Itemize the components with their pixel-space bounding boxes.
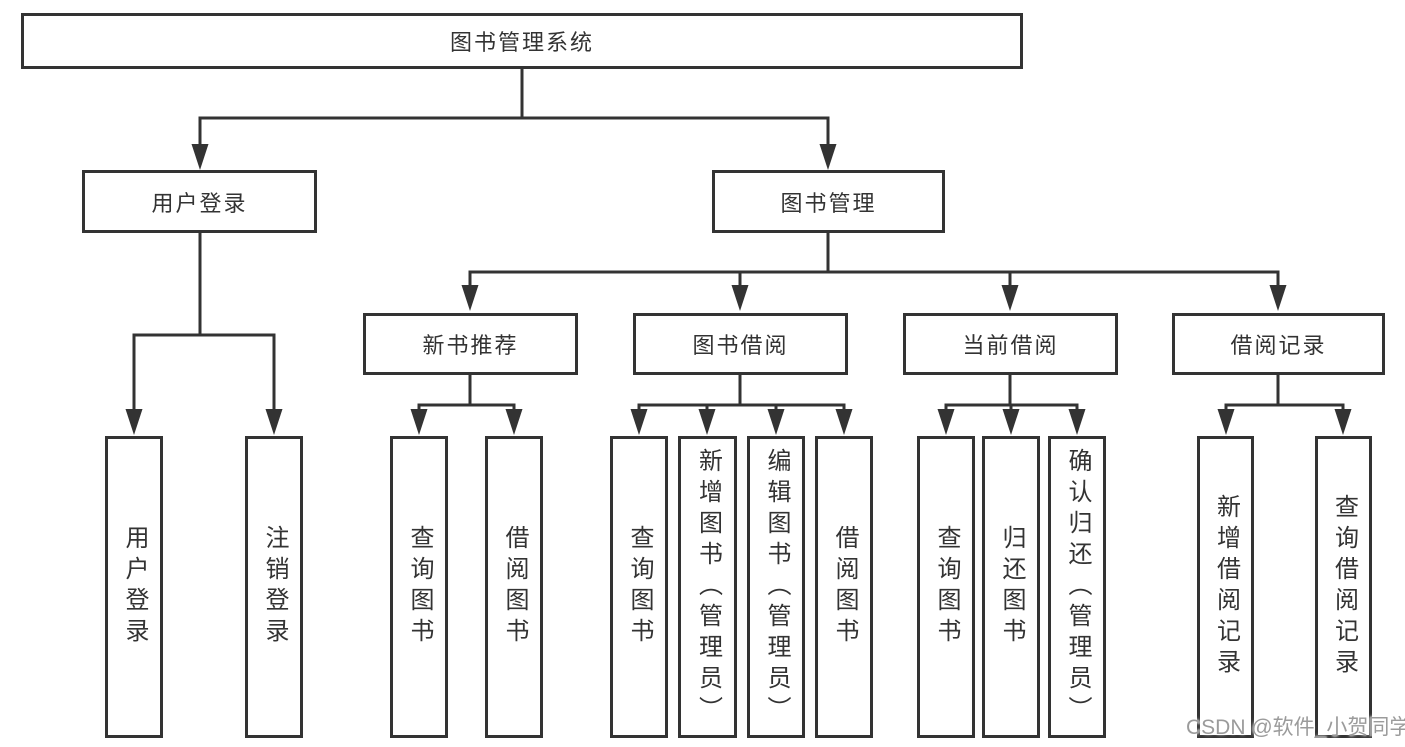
leaf-borrow-books-borrowing: 借阅图书 [815,436,873,738]
node-book-borrowing-label: 图书借阅 [692,333,789,358]
leaf-user-login-label: 用户登录 [121,525,148,649]
leaf-user-login: 用户登录 [105,436,163,738]
leaf-borrow-books-recommend: 借阅图书 [485,436,543,738]
node-book-borrowing: 图书借阅 [633,313,848,375]
leaf-query-borrow-record: 查询借阅记录 [1315,436,1372,738]
node-current-borrowing: 当前借阅 [903,313,1118,375]
node-book-management: 图书管理 [712,170,945,233]
leaf-logout: 注销登录 [245,436,303,738]
node-user-login-label: 用户登录 [151,190,248,216]
leaf-edit-book-admin-label: 编辑图书（管理员） [763,447,790,727]
node-new-book-recommend: 新书推荐 [363,313,578,375]
node-new-book-recommend-label: 新书推荐 [422,333,519,358]
leaf-add-book-admin: 新增图书（管理员） [678,436,737,738]
leaf-add-book-admin-label: 新增图书（管理员） [694,447,722,727]
csdn-watermark: CSDN @软件_小贺同学 [1186,716,1405,739]
leaf-confirm-return-admin: 确认归还（管理员） [1048,436,1106,738]
leaf-logout-label: 注销登录 [261,525,288,649]
leaf-query-books-current-label: 查询图书 [933,525,960,649]
leaf-borrow-books-borrowing-label: 借阅图书 [831,525,858,649]
leaf-query-books-current: 查询图书 [917,436,975,738]
leaf-query-books-borrowing-label: 查询图书 [626,525,653,649]
leaf-add-borrow-record: 新增借阅记录 [1197,436,1254,738]
leaf-query-borrow-record-label: 查询借阅记录 [1330,494,1358,680]
leaf-return-books: 归还图书 [982,436,1040,738]
leaf-query-books-borrowing: 查询图书 [610,436,668,738]
node-book-management-label: 图书管理 [780,190,877,216]
leaf-edit-book-admin: 编辑图书（管理员） [747,436,805,738]
node-root: 图书管理系统 [21,13,1023,69]
leaf-query-books-recommend: 查询图书 [390,436,448,738]
leaf-confirm-return-admin-label: 确认归还（管理员） [1064,447,1091,727]
node-current-borrowing-label: 当前借阅 [962,333,1059,358]
leaf-return-books-label: 归还图书 [998,525,1025,649]
leaf-query-books-recommend-label: 查询图书 [406,525,433,649]
node-borrowing-records-label: 借阅记录 [1230,333,1327,358]
node-root-label: 图书管理系统 [449,30,594,55]
leaf-add-borrow-record-label: 新增借阅记录 [1212,494,1240,680]
leaf-borrow-books-recommend-label: 借阅图书 [501,525,528,649]
node-borrowing-records: 借阅记录 [1172,313,1385,375]
node-user-login: 用户登录 [82,170,317,233]
